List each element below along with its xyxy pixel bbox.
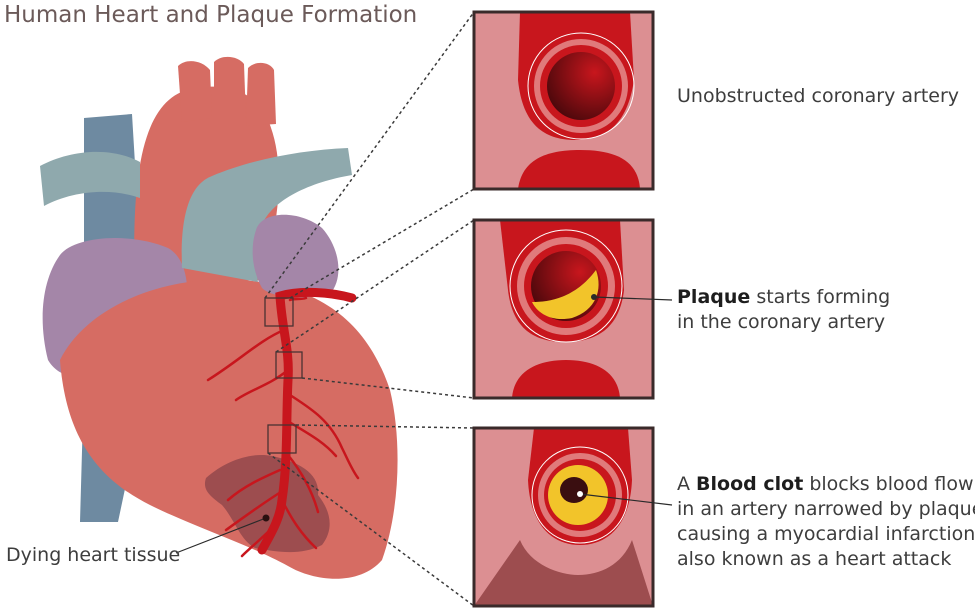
panel-blood-clot bbox=[472, 426, 655, 608]
label-plaque: Plaque starts forming in the coronary ar… bbox=[677, 285, 890, 335]
panel-plaque bbox=[472, 218, 655, 400]
label-clot-line3: causing a myocardial infarction bbox=[677, 523, 975, 545]
label-clot-line4: also known as a heart attack bbox=[677, 548, 952, 570]
label-clot-line2: in an artery narrowed by plaque bbox=[677, 498, 975, 520]
inspection-box-3 bbox=[267, 424, 297, 454]
inspection-boxes bbox=[264, 297, 303, 454]
inspection-box-1 bbox=[264, 297, 294, 327]
plaque-pointer bbox=[593, 296, 673, 301]
dying-tissue-pointer bbox=[175, 517, 267, 554]
aorta-branch-middle bbox=[214, 56, 246, 120]
label-clot-line1-rest: blocks blood flow bbox=[803, 473, 974, 495]
label-plaque-line2: in the coronary artery bbox=[677, 311, 886, 333]
dying-tissue-dot bbox=[262, 514, 270, 522]
plaque-deposit bbox=[532, 270, 599, 320]
label-dying-text: Dying heart tissue bbox=[6, 544, 181, 566]
label-unobstructed-text: Unobstructed coronary artery bbox=[677, 85, 960, 107]
connector-lines bbox=[264, 11, 475, 607]
label-dying-tissue: Dying heart tissue bbox=[6, 543, 180, 568]
clot-pointer-dot bbox=[577, 491, 583, 497]
plaque-pointer-dot bbox=[591, 294, 597, 300]
label-plaque-bold: Plaque bbox=[677, 286, 751, 308]
aorta-branch-right bbox=[246, 62, 276, 126]
clot-pointer bbox=[579, 493, 673, 506]
label-clot-prefix: A bbox=[677, 473, 697, 495]
inspection-box-2 bbox=[275, 351, 303, 379]
heart-illustration bbox=[40, 56, 398, 579]
label-clot-line1: A Blood clot blocks blood flow bbox=[677, 472, 975, 497]
label-unobstructed-artery: Unobstructed coronary artery bbox=[677, 84, 959, 109]
ventricle bbox=[60, 279, 398, 579]
label-blood-clot: A Blood clot blocks blood flow in an art… bbox=[677, 472, 975, 572]
vessel-left-teal bbox=[40, 151, 140, 206]
pulmonary-artery bbox=[181, 148, 352, 282]
diagram-title: Human Heart and Plaque Formation bbox=[4, 2, 418, 28]
blood-clot bbox=[560, 477, 588, 503]
label-plaque-line1: Plaque starts forming bbox=[677, 285, 890, 310]
coronary-branches bbox=[206, 296, 360, 558]
label-clot-bold: Blood clot bbox=[696, 473, 804, 495]
label-plaque-line1-rest: starts forming bbox=[750, 286, 891, 308]
panel-unobstructed bbox=[472, 10, 655, 191]
right-atrium bbox=[252, 214, 339, 298]
aorta-branch-left bbox=[178, 61, 212, 122]
